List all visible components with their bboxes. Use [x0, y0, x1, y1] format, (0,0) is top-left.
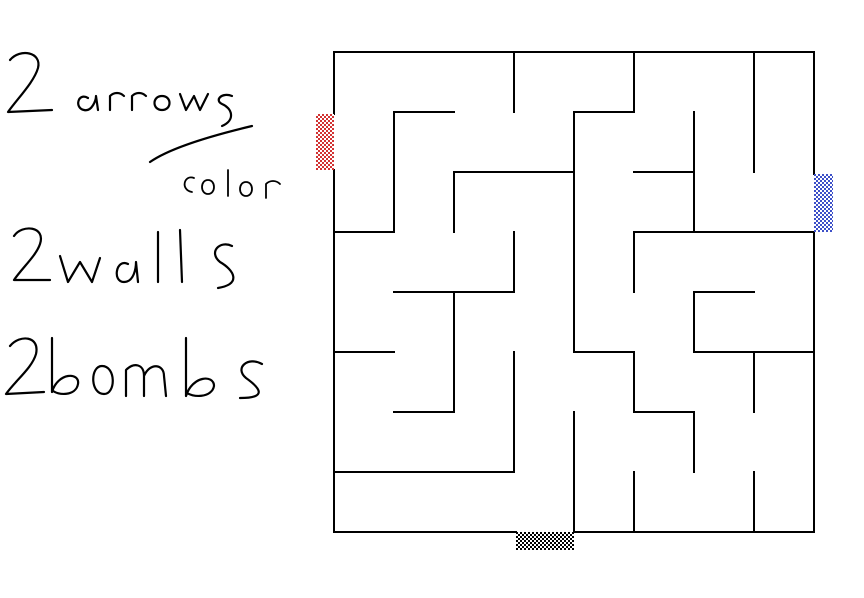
note-2-arrows: [6, 51, 254, 164]
note-2bombs: [4, 336, 264, 400]
blue-marker-right: [814, 174, 833, 232]
note-color: [183, 169, 281, 199]
red-marker-left: [316, 114, 334, 170]
note-2walls: [12, 227, 235, 290]
maze: [333, 51, 815, 533]
black-marker-bottom: [516, 532, 574, 550]
